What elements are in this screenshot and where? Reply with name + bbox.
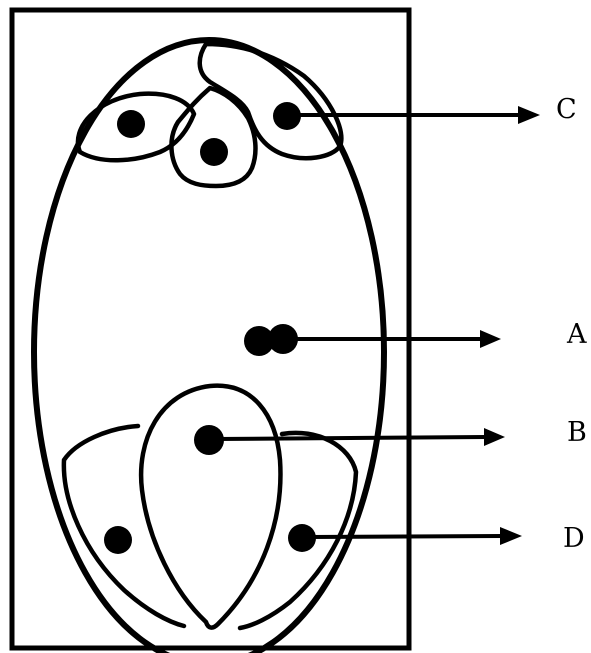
label-d: D — [563, 523, 585, 554]
synergid-left-nucleus — [117, 110, 145, 138]
arrow-b-line — [216, 437, 486, 439]
synergid-right-nucleus — [273, 102, 301, 130]
egg-nucleus — [200, 138, 228, 166]
label-b: B — [567, 417, 587, 448]
arrow-c-head — [518, 106, 540, 124]
arrow-a-head — [480, 330, 501, 348]
label-a: A — [566, 319, 587, 350]
arrow-d-line — [310, 536, 502, 537]
arrow-b-head — [484, 428, 505, 446]
arrow-d-head — [500, 527, 522, 545]
label-c: C — [556, 94, 577, 125]
antipodal-left-nucleus — [104, 526, 132, 554]
polar-nucleus-2 — [268, 324, 298, 354]
